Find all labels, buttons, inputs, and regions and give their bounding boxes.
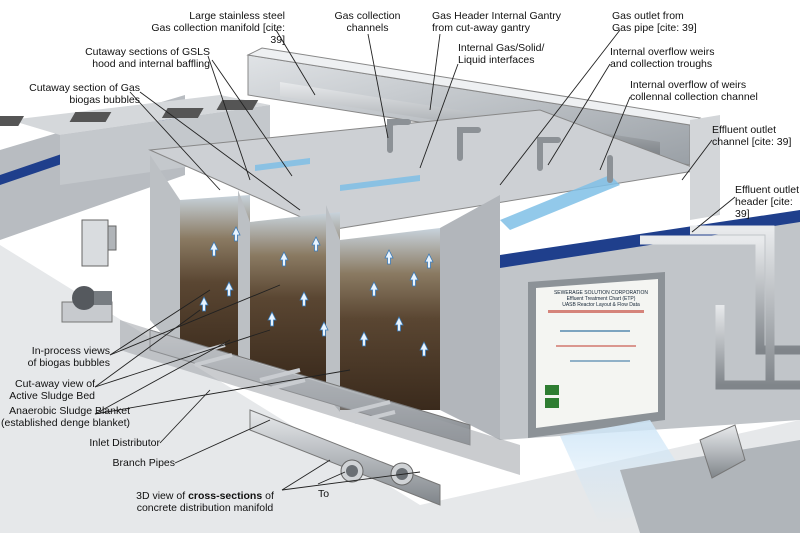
outlet-channel xyxy=(620,424,800,533)
label-effluent-channel: Effluent outlet channel [cite: 39] xyxy=(712,124,792,148)
ground-slab xyxy=(0,245,800,533)
label-overflow-channel: Internal overflow of weirs collennal col… xyxy=(630,79,758,103)
label-inprocess-views: In-process views of biogas bubbles xyxy=(27,345,110,369)
label-gas-header-gantry: Gas Header Internal Gantry from cut-away… xyxy=(432,10,561,34)
label-gas-outlet: Gas outlet from Gas pipe [cite: 39] xyxy=(612,10,697,34)
reactor-cell-2 xyxy=(238,190,340,385)
roof-hatch xyxy=(0,116,25,126)
callout-leaders xyxy=(94,29,736,491)
label-gas-collection-channels: Gas collection channels xyxy=(334,10,401,34)
label-overflow-weirs: Internal overflow weirs and collection t… xyxy=(610,46,715,70)
overflow-water xyxy=(255,158,620,230)
label-cross-prefix: 3D view of xyxy=(136,490,189,502)
label-cross-bold: cross-sections xyxy=(188,490,263,502)
label-to: To xyxy=(318,488,330,500)
info-board xyxy=(528,272,665,438)
left-tank-structure xyxy=(0,95,270,240)
reactor-cell-1 xyxy=(150,155,250,370)
label-active-sludge-bed: Cut-away view of Active Sludge Bed xyxy=(9,378,95,402)
label-cross-suffix: of concrete distribution manifold xyxy=(136,490,274,514)
label-effluent-header: Effluent outlet header [cite: 39] xyxy=(735,184,800,220)
biogas-bubbles xyxy=(199,226,434,357)
label-gas-manifold: Large stainless steel Gas collection man… xyxy=(151,10,285,46)
roof-hatch xyxy=(69,112,112,122)
label-cross-sections: 3D view of cross-sections of concrete di… xyxy=(120,490,290,514)
label-internal-interfaces: Internal Gas/Solid/ Liquid interfaces xyxy=(458,42,545,66)
label-branch-pipes: Branch Pipes xyxy=(112,457,175,469)
label-biogas-cutaway: Cutaway section of Gas biogas bubbles xyxy=(29,82,140,106)
label-sludge-blanket: Anaerobic Sludge Blanket (established de… xyxy=(0,405,130,429)
gas-collection-pipes xyxy=(387,119,613,183)
effluent-pipes xyxy=(640,180,800,405)
info-board-title: SEWERAGE SOLUTION CORPORATION Effluent T… xyxy=(553,290,649,308)
roof-hatch xyxy=(216,100,259,110)
pump-unit xyxy=(61,286,113,323)
control-panel xyxy=(81,219,117,267)
label-inlet-distributor: Inlet Distributor xyxy=(89,437,160,449)
label-cutaway-gsls: Cutaway sections of GSLS hood and intern… xyxy=(85,46,210,70)
